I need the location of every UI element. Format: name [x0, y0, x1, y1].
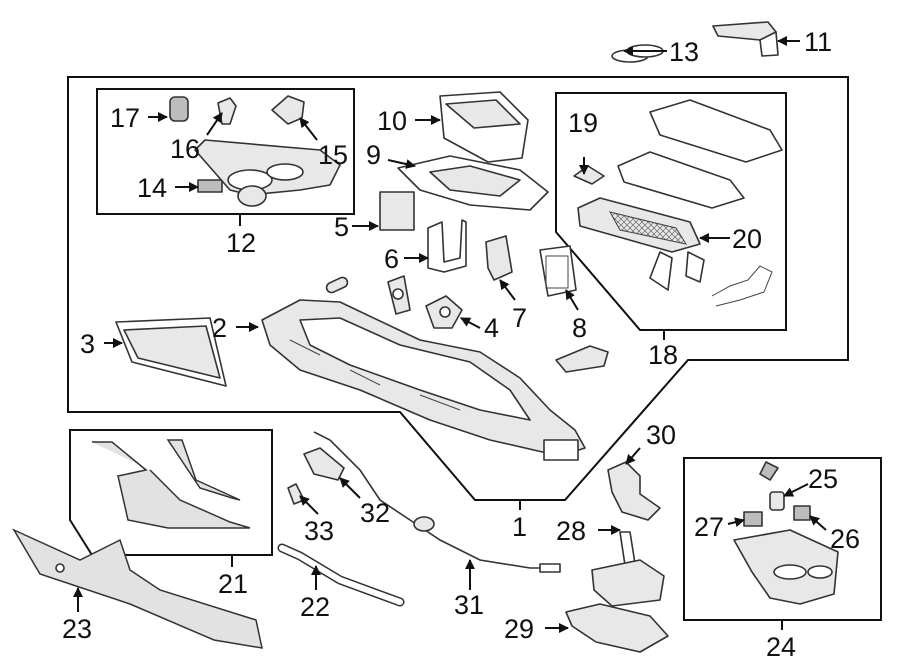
callout-8: 8 [572, 313, 587, 343]
part-9-tray [397, 155, 549, 211]
part-sensor [555, 345, 609, 373]
part-25-plug [759, 461, 785, 511]
part-armrest-top [649, 99, 783, 163]
part-6-bracket [427, 219, 467, 273]
callout-2: 2 [212, 313, 227, 343]
part-8-module [539, 245, 577, 297]
part-4-bracket [425, 295, 463, 329]
callout-7: 7 [512, 303, 527, 333]
callout-28: 28 [556, 516, 586, 546]
callout-23: 23 [62, 614, 92, 644]
part-32-bracket [303, 447, 345, 481]
part-7-cover [485, 235, 513, 281]
part-clip [387, 275, 411, 315]
callout-20: 20 [732, 224, 762, 254]
part-14-switch [197, 179, 223, 193]
leader-lines [73, 36, 827, 633]
part-24-console-end [733, 529, 839, 605]
part-30-knob [607, 461, 661, 521]
callout-22: 22 [300, 592, 330, 622]
part-13-rings [611, 44, 664, 63]
part-2-frame [261, 299, 586, 461]
part-29-shifter [565, 531, 669, 653]
callout-21: 21 [218, 569, 248, 599]
callout-5: 5 [334, 212, 349, 242]
callout-26: 26 [830, 524, 860, 554]
callout-32: 32 [360, 498, 390, 528]
callout-4: 4 [484, 313, 499, 343]
callout-3: 3 [80, 329, 95, 359]
part-15-switch [271, 95, 305, 125]
part-31-cable [313, 431, 561, 573]
callout-33: 33 [304, 516, 334, 546]
callout-9: 9 [366, 140, 381, 170]
callout-10: 10 [377, 106, 407, 136]
callout-11: 11 [804, 27, 832, 57]
callout-30: 30 [646, 420, 676, 450]
callout-18: 18 [648, 340, 678, 370]
callout-15: 15 [318, 140, 348, 170]
part-3-panel [115, 317, 227, 387]
part-20-latch-tray [577, 197, 705, 291]
callout-13: 13 [669, 37, 699, 67]
callout-24: 24 [766, 632, 796, 662]
callout-17: 17 [110, 103, 140, 133]
part-11-bracket [712, 21, 779, 57]
part-23-panel [12, 528, 263, 649]
callout-19: 19 [568, 108, 598, 138]
part-12-bezel [194, 139, 341, 207]
part-26-cap [793, 505, 811, 521]
part-17-knob [169, 96, 189, 122]
part-21-trim [92, 439, 251, 529]
callout-29: 29 [504, 614, 534, 644]
callout-31: 31 [454, 590, 484, 620]
callout-25: 25 [808, 464, 838, 494]
part-wire-spring [711, 265, 773, 307]
callout-labels: 13 11 17 16 15 14 12 10 9 5 6 7 8 4 2 3 … [62, 27, 860, 662]
part-33-clip [287, 483, 305, 505]
callout-16: 16 [170, 134, 200, 164]
part-27-cap [743, 511, 763, 527]
callout-6: 6 [384, 244, 399, 274]
part-armrest-pad [617, 151, 745, 209]
callout-12: 12 [226, 228, 256, 258]
callout-1: 1 [512, 512, 527, 542]
part-10-storage-bin [439, 91, 529, 163]
callout-14: 14 [137, 173, 167, 203]
part-5-module [379, 191, 415, 231]
part-plug [325, 276, 349, 294]
callout-27: 27 [694, 512, 724, 542]
